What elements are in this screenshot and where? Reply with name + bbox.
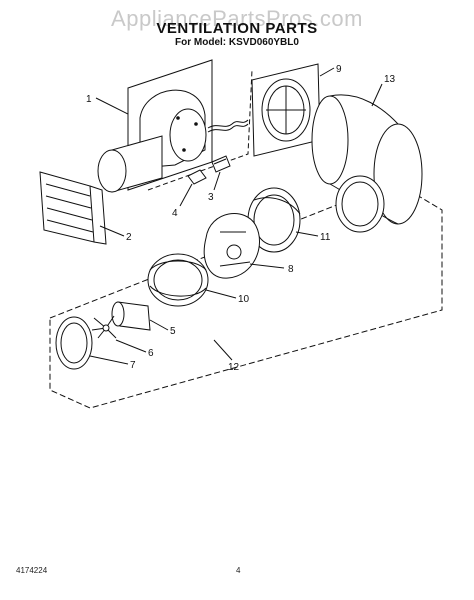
part-10-motor-housing — [147, 253, 209, 307]
callout-4: 4 — [172, 208, 178, 219]
document-number: 4174224 — [16, 566, 48, 575]
part-7-front-cover — [55, 316, 93, 370]
part-3-connector — [211, 155, 231, 173]
callout-11: 11 — [320, 232, 331, 243]
page-title: VENTILATION PARTS — [156, 20, 318, 37]
callout-13: 13 — [384, 74, 396, 85]
callout-1: 1 — [86, 94, 92, 105]
part-2-louvered-hood — [39, 171, 107, 245]
model-subtitle: For Model: KSVD060YBL0 — [175, 37, 299, 48]
callout-5: 5 — [170, 326, 176, 337]
watermark: AppliancePartsPros.com — [111, 6, 363, 31]
leader-lines — [89, 67, 383, 365]
callout-labels: 1 2 3 4 5 6 7 8 9 10 11 12 13 — [86, 64, 396, 373]
part-4-clip — [187, 169, 207, 185]
callout-12: 12 — [228, 362, 240, 373]
dashed-group-outline-upper — [147, 69, 253, 191]
callout-10: 10 — [238, 294, 250, 305]
callout-3: 3 — [208, 192, 214, 203]
part-11-ring-flange — [247, 187, 301, 253]
callout-2: 2 — [126, 232, 132, 243]
part-6-fan-blade — [91, 315, 117, 339]
callout-7: 7 — [130, 360, 136, 371]
part-1-blower-housing — [97, 59, 249, 193]
page-number: 4 — [236, 566, 241, 575]
callout-8: 8 — [288, 264, 294, 275]
callout-9: 9 — [336, 64, 342, 75]
part-5-motor — [111, 301, 151, 331]
part-8-fan-scroll — [203, 213, 260, 279]
part-13-duct — [311, 94, 423, 233]
callout-6: 6 — [148, 348, 154, 359]
part-9-wall-plate — [251, 63, 321, 157]
